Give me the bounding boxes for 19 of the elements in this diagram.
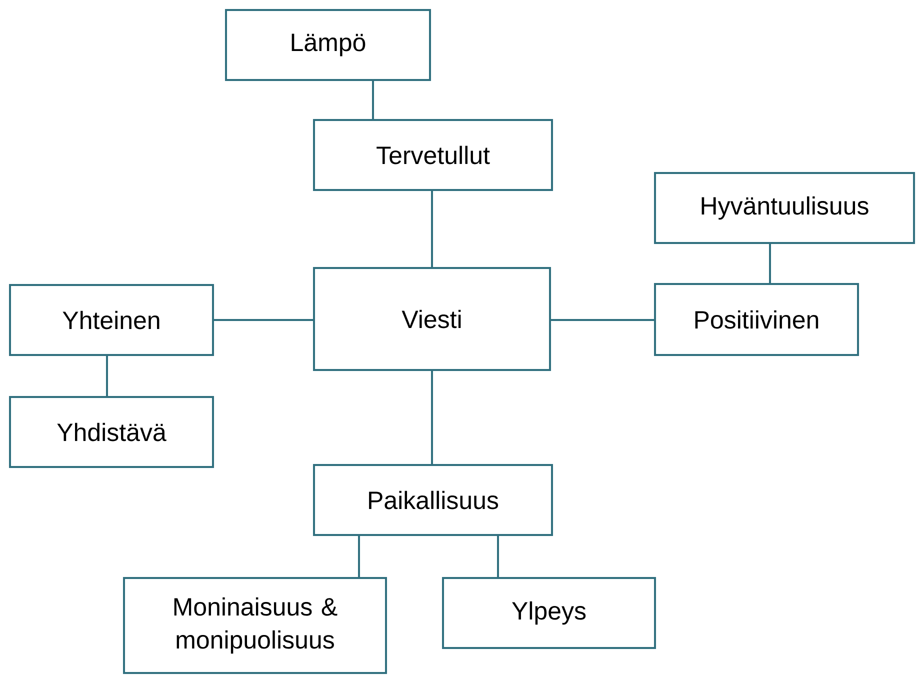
- connector-line: [372, 81, 374, 119]
- concept-box: Positiivinen: [654, 283, 859, 356]
- concept-box: Viesti: [313, 267, 551, 371]
- connector-line: [497, 536, 499, 577]
- connector-line: [769, 244, 771, 283]
- concept-box: Tervetullut: [313, 119, 553, 191]
- connector-line: [431, 371, 433, 464]
- connector-line: [106, 356, 108, 396]
- concept-box: Moninaisuus & monipuolisuus: [123, 577, 387, 674]
- concept-box: Ylpeys: [442, 577, 656, 649]
- connector-line: [214, 319, 313, 321]
- connector-line: [358, 536, 360, 577]
- connector-line: [431, 191, 433, 267]
- concept-box: Hyväntuulisuus: [654, 172, 915, 244]
- connector-line: [551, 319, 654, 321]
- concept-box: Paikallisuus: [313, 464, 553, 536]
- concept-box: Lämpö: [225, 9, 431, 81]
- concept-box: Yhdistävä: [9, 396, 214, 468]
- concept-box: Yhteinen: [9, 284, 214, 356]
